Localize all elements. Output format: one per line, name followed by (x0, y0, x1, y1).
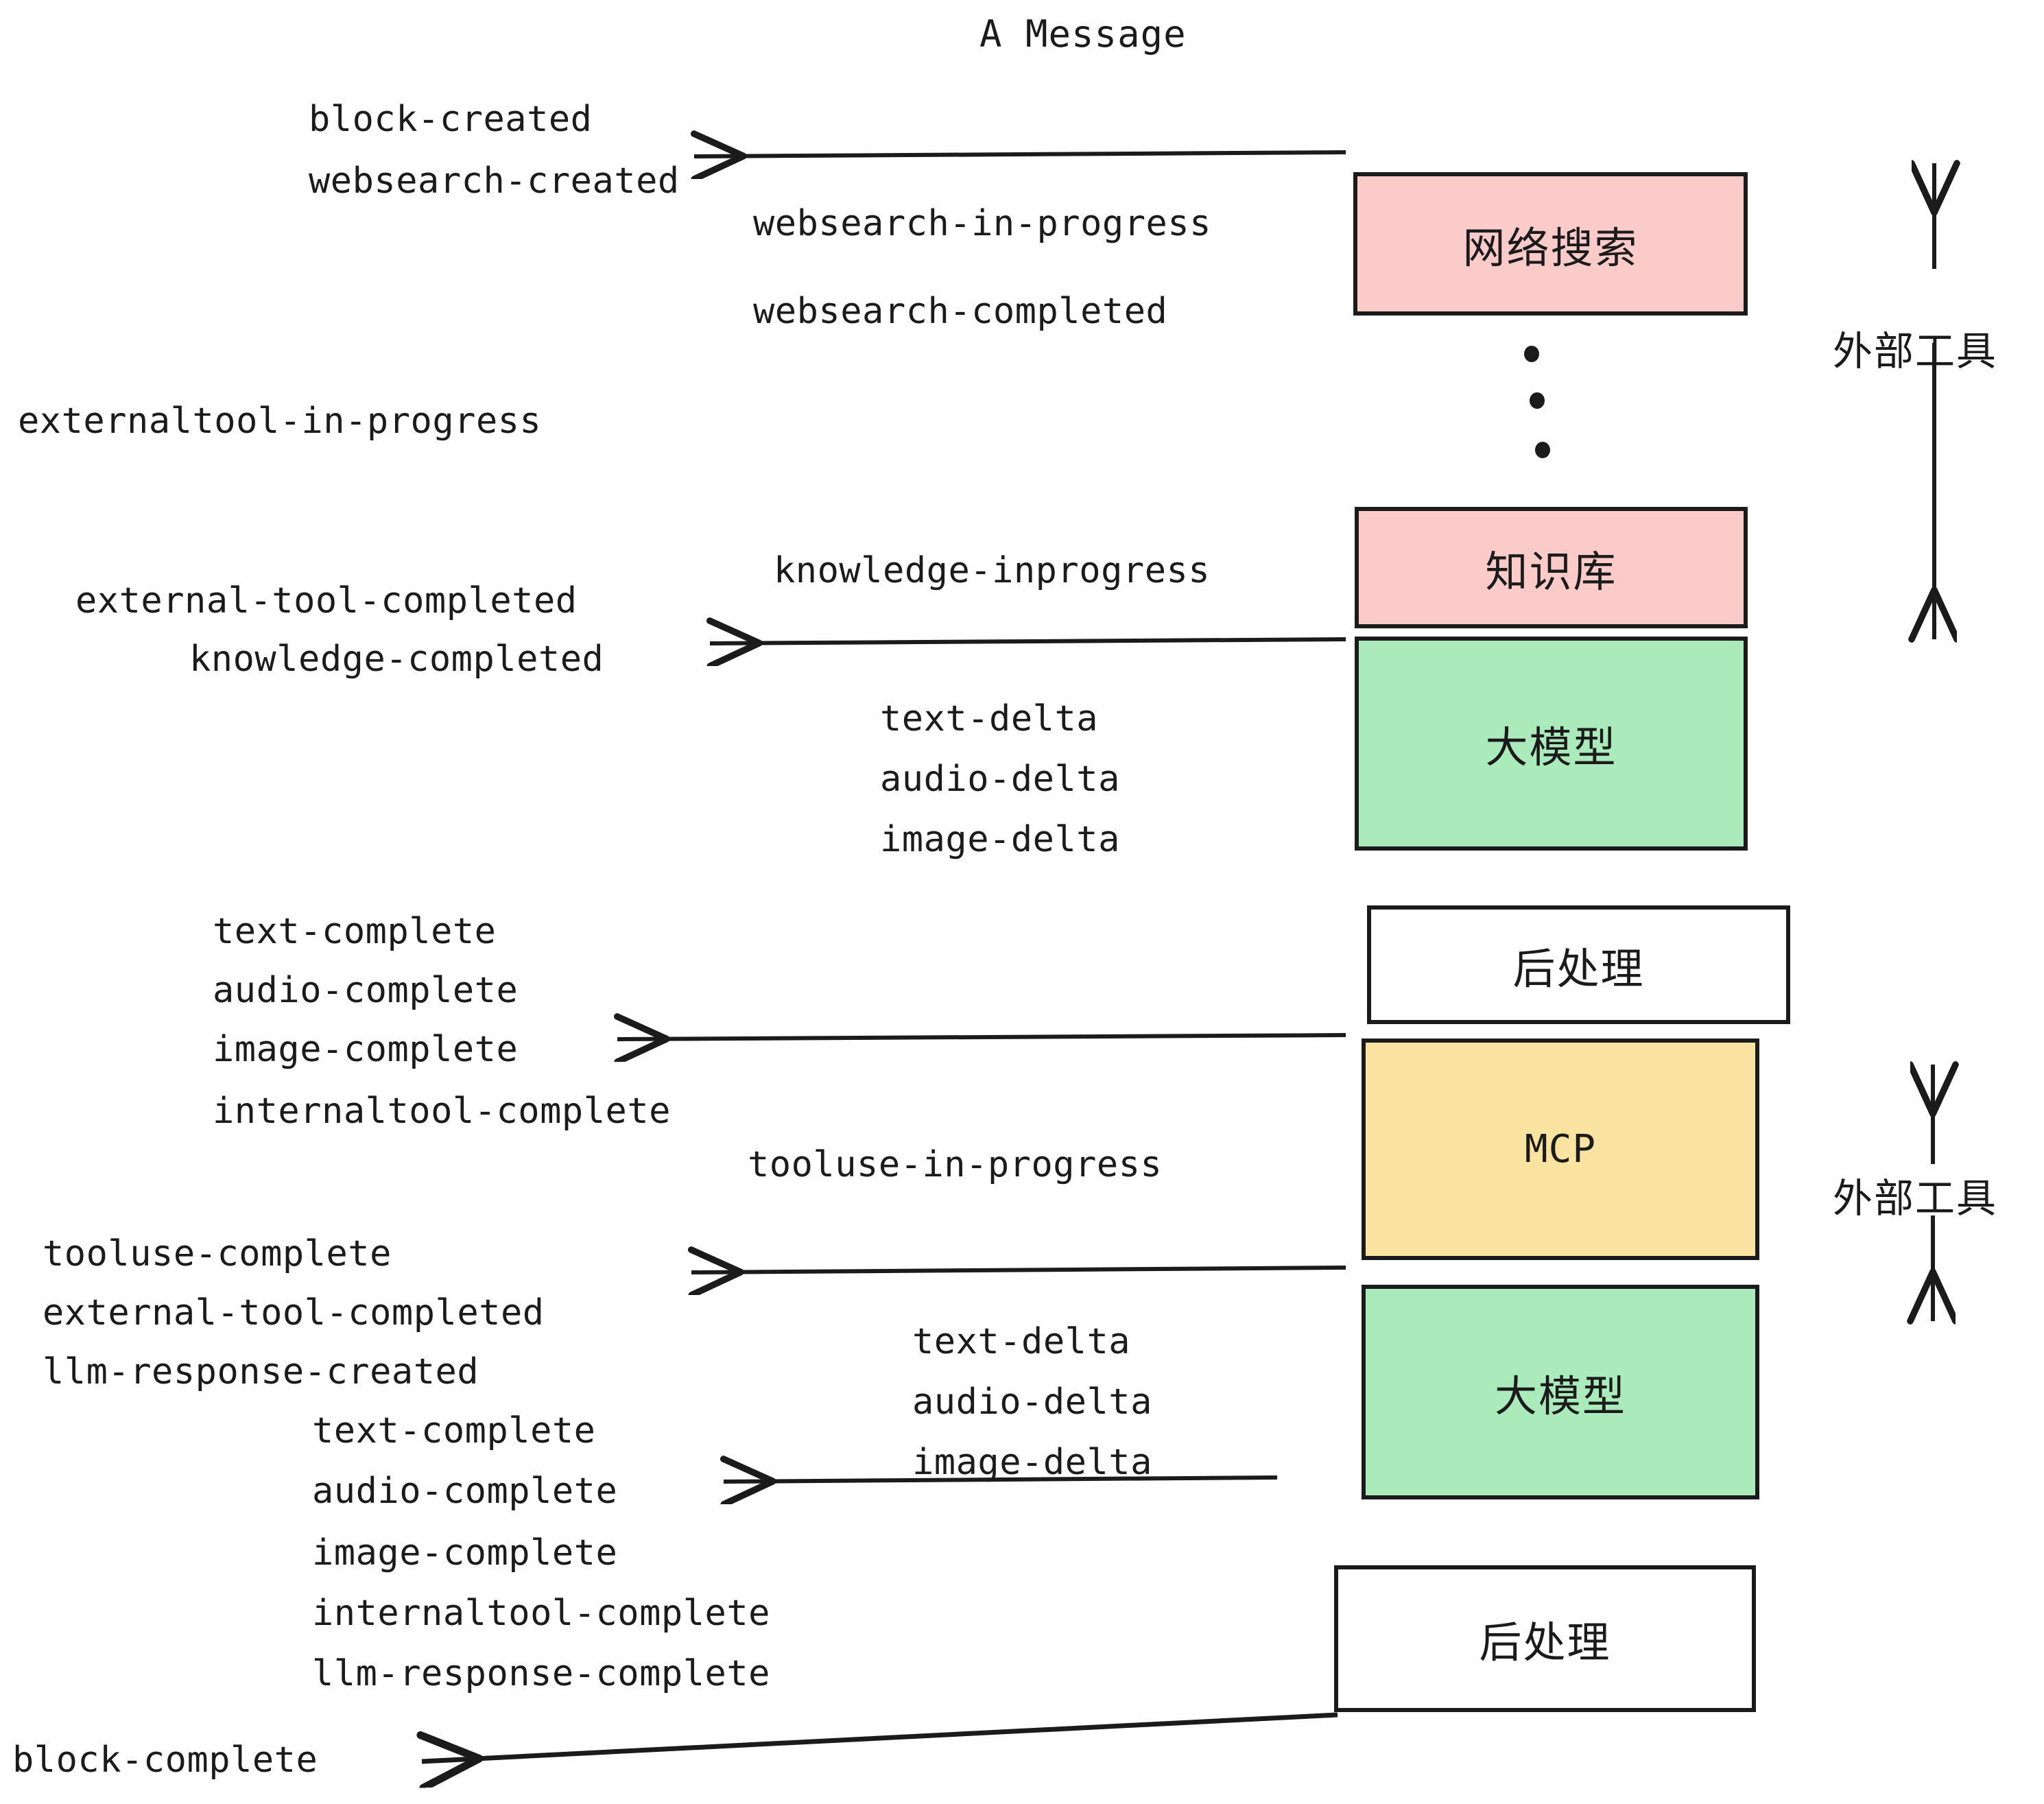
arrow-image-complete (617, 1035, 1346, 1039)
ellipsis-dot-1 (1524, 346, 1539, 362)
arrow-knowledge-completed (710, 639, 1346, 643)
event-text-delta-1: text-delta (880, 698, 1099, 739)
event-tooluse-in-progress: tooluse-in-progress (748, 1144, 1163, 1185)
event-text-delta-2: text-delta (912, 1321, 1131, 1362)
side-label-external-tool-bottom: 外部工具 (1833, 1175, 1998, 1222)
event-llm-response-complete: llm-response-complete (312, 1653, 770, 1694)
event-audio-complete-1: audio-complete (213, 970, 519, 1011)
event-image-delta-2: image-delta (912, 1442, 1152, 1483)
node-postprocess-1-label: 后处理 (1512, 943, 1645, 994)
event-llm-response-created: llm-response-created (43, 1351, 479, 1392)
node-knowledge-base-label: 知识库 (1485, 546, 1617, 597)
node-websearch-label: 网络搜索 (1462, 222, 1639, 273)
node-llm-2[interactable]: 大模型 (1362, 1285, 1759, 1499)
event-image-complete-1: image-complete (213, 1029, 519, 1070)
event-external-tool-completed-1: external-tool-completed (75, 580, 578, 621)
side-label-external-tool-top: 外部工具 (1833, 328, 1998, 375)
node-postprocess-2[interactable]: 后处理 (1334, 1565, 1756, 1712)
arrow-block-complete (422, 1712, 1338, 1761)
event-websearch-completed: websearch-completed (753, 291, 1168, 332)
event-image-delta-1: image-delta (880, 819, 1120, 860)
event-websearch-created: websearch-created (309, 161, 680, 202)
event-internaltool-complete-1: internaltool-complete (213, 1091, 671, 1132)
event-audio-delta-1: audio-delta (880, 759, 1120, 800)
event-block-complete: block-complete (12, 1740, 318, 1781)
event-external-tool-completed-2: external-tool-completed (43, 1292, 545, 1333)
event-image-complete-2: image-complete (312, 1532, 618, 1574)
ellipsis-dot-3 (1535, 442, 1550, 458)
node-websearch[interactable]: 网络搜索 (1353, 172, 1748, 316)
event-audio-delta-2: audio-delta (912, 1381, 1152, 1423)
node-mcp-label: MCP (1524, 1127, 1597, 1172)
event-knowledge-inprogress: knowledge-inprogress (774, 550, 1211, 591)
event-tooluse-complete: tooluse-complete (43, 1233, 392, 1274)
node-llm-1-label: 大模型 (1485, 722, 1617, 772)
event-audio-complete-2: audio-complete (312, 1471, 618, 1512)
event-websearch-in-progress: websearch-in-progress (753, 203, 1211, 244)
arrow-websearch-created (694, 152, 1346, 156)
node-knowledge-base[interactable]: 知识库 (1355, 507, 1748, 628)
arrow-tooluse-complete (691, 1268, 1346, 1272)
ellipsis-dot-2 (1530, 392, 1545, 409)
event-internaltool-complete-2: internaltool-complete (312, 1593, 770, 1634)
event-externaltool-in-progress: externaltool-in-progress (18, 401, 542, 442)
node-llm-2-label: 大模型 (1494, 1370, 1626, 1421)
event-knowledge-completed: knowledge-completed (189, 639, 604, 680)
event-text-complete-1: text-complete (213, 911, 497, 952)
node-postprocess-1[interactable]: 后处理 (1367, 905, 1790, 1024)
node-mcp[interactable]: MCP (1362, 1039, 1759, 1260)
node-llm-1[interactable]: 大模型 (1355, 637, 1748, 851)
event-block-created: block-created (309, 99, 593, 140)
event-text-complete-2: text-complete (312, 1410, 596, 1451)
page-title: A Message (979, 12, 1187, 56)
node-postprocess-2-label: 后处理 (1479, 1617, 1611, 1667)
